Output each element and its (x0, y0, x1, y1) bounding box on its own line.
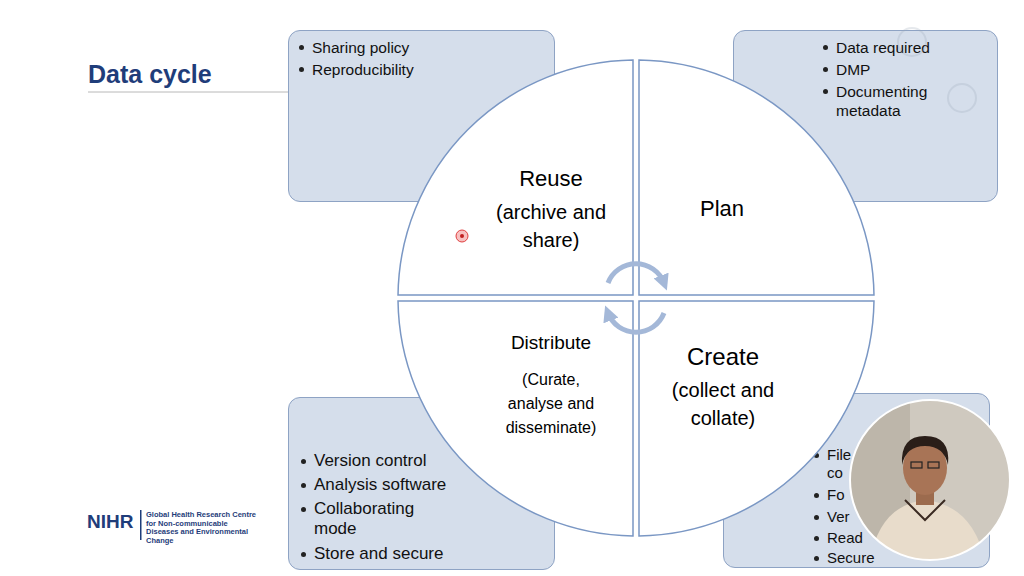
bullet-item: Read (827, 529, 863, 547)
bullet-dot (814, 493, 819, 498)
bullet-item: Reproducibility (312, 60, 414, 79)
bullet-item: Documenting metadata (836, 82, 946, 120)
quadrant-outline (639, 301, 874, 536)
bullet-item: Secure (827, 549, 875, 567)
quadrant-shape (398, 60, 633, 295)
bullet-dot (301, 483, 306, 488)
bullet-dot (823, 67, 828, 72)
bullet-item: Sharing policy (312, 38, 409, 57)
bullet-dot (814, 536, 819, 541)
stage-description: (archive and share) (476, 198, 626, 254)
bullet-dot (814, 515, 819, 520)
stage-description: (collect and collate) (653, 376, 793, 432)
logo-wordmark: NIHR (87, 511, 147, 534)
cycle-quadrant: Reuse(archive and share) (398, 60, 633, 295)
bullet-item: Fo (827, 486, 845, 504)
title-underline (88, 92, 300, 93)
bullet-item: Store and secure (314, 544, 443, 564)
bullet-item: File co (827, 446, 857, 482)
bullet-dot (814, 556, 819, 561)
stage-description: (Curate, analyse and disseminate) (496, 368, 606, 440)
quadrant-outline (398, 60, 633, 295)
cycle-quadrant: Create(collect and collate) (639, 301, 874, 536)
bullet-dot (299, 67, 304, 72)
cycle-quadrant: Distribute(Curate, analyse and dissemina… (398, 301, 633, 536)
bullet-item: Version control (314, 451, 426, 471)
stage-heading: Plan (647, 196, 797, 222)
bullet-item: DMP (836, 60, 870, 79)
cycle-quadrant: Plan (639, 60, 874, 295)
stage-heading: Distribute (461, 331, 641, 354)
bullet-dot (301, 507, 306, 512)
bullet-dot (823, 45, 828, 50)
logo-text: Global Health Research Centre for Non-co… (146, 511, 258, 546)
bullet-item: Collaborating mode (314, 499, 426, 539)
bullet-dot (301, 552, 306, 557)
bullet-dot (823, 89, 828, 94)
bullet-item: Ver (827, 508, 850, 526)
slide-title: Data cycle (88, 60, 212, 89)
bullet-dot (299, 45, 304, 50)
bullet-item: Data required (836, 38, 930, 57)
stage-heading: Reuse (451, 166, 651, 192)
bullet-dot (301, 459, 306, 464)
bullet-item: Analysis software (314, 475, 446, 495)
stage-heading: Create (633, 342, 813, 371)
quadrant-shape (639, 301, 874, 536)
quadrant-outline (639, 60, 874, 295)
logo-divider (140, 510, 142, 540)
